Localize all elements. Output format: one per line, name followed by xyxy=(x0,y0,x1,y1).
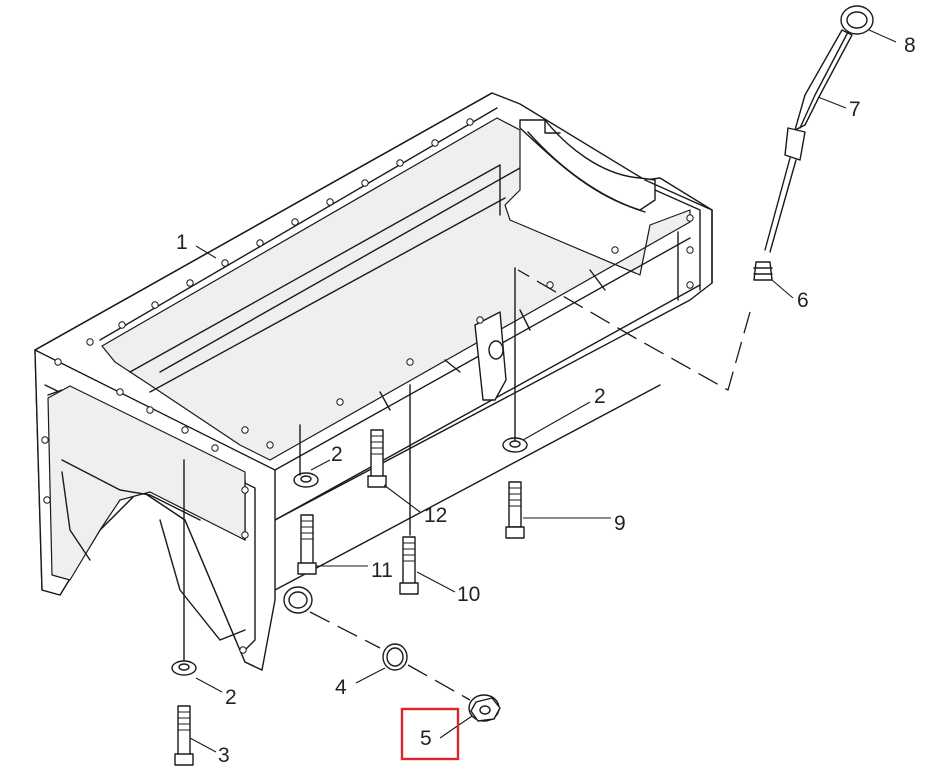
callout-8: 8 xyxy=(904,34,916,57)
callout-4: 4 xyxy=(335,676,347,699)
bolt-3 xyxy=(174,705,194,766)
washer-2-left xyxy=(171,660,197,676)
callout-12: 12 xyxy=(424,504,447,527)
fasteners xyxy=(171,267,528,766)
callout-2-mid: 2 xyxy=(331,443,343,466)
bolt-9 xyxy=(505,481,525,539)
callout-6: 6 xyxy=(797,289,809,312)
callout-labels: 1 8 7 6 2 2 12 9 11 10 2 3 4 5 xyxy=(176,34,916,767)
flange-holes xyxy=(41,118,694,654)
highlight-box-callout-5 xyxy=(400,707,460,761)
bolt-10 xyxy=(399,469,419,595)
oil-pan xyxy=(34,92,713,671)
washer-2-mid xyxy=(293,472,319,488)
dipstick-handle-ring xyxy=(840,5,874,35)
callout-11: 11 xyxy=(371,559,393,582)
callout-9: 9 xyxy=(614,512,626,535)
callout-2-right: 2 xyxy=(594,385,606,408)
dipstick-assembly xyxy=(517,5,874,391)
drain-plug-5 xyxy=(468,694,501,722)
callout-3: 3 xyxy=(218,744,230,767)
callout-5: 5 xyxy=(420,727,432,750)
bolt-12 xyxy=(367,429,387,488)
callout-2-left: 2 xyxy=(225,686,237,709)
callout-10: 10 xyxy=(457,583,480,606)
callout-7: 7 xyxy=(849,98,861,121)
leader-lines xyxy=(189,29,897,753)
dipstick-adapter xyxy=(753,261,773,281)
bolt-11 xyxy=(297,514,317,575)
callout-1: 1 xyxy=(176,231,188,254)
